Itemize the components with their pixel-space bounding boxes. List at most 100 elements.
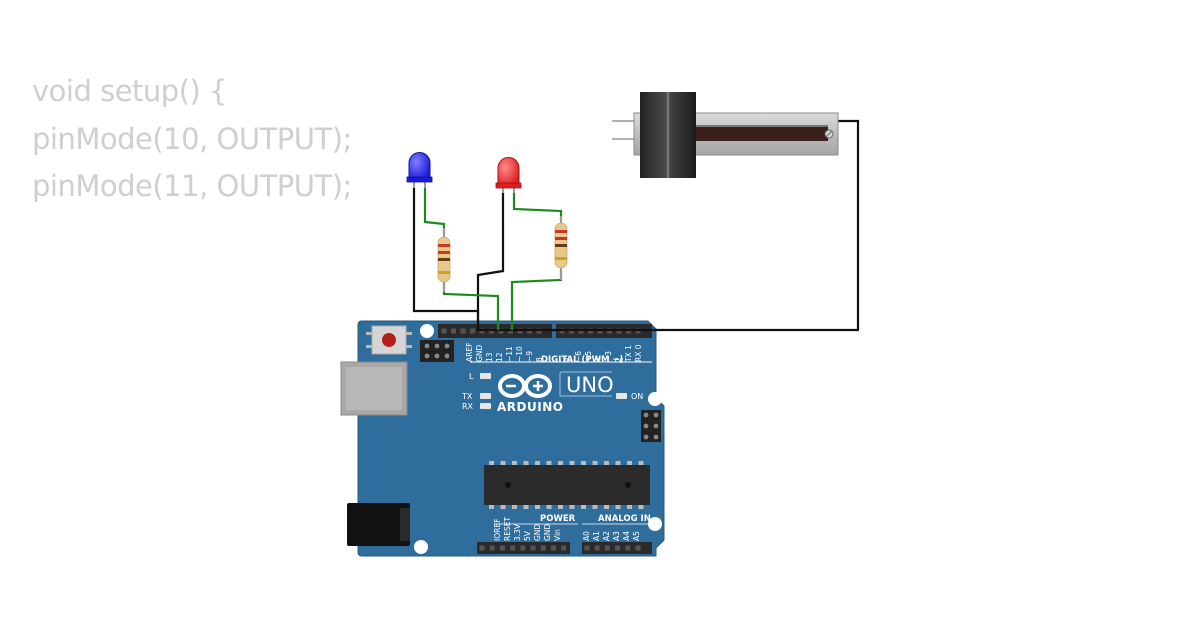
analog-pin-label: A5 — [632, 531, 641, 541]
power-pin-label: 3.3V — [513, 523, 522, 541]
chip-pin — [569, 505, 575, 509]
digital-pin-label: ~10 — [515, 346, 524, 362]
arduino-logo — [498, 371, 612, 398]
mounting-hole — [414, 540, 428, 554]
chip-pin — [581, 461, 586, 465]
chip-pin — [604, 461, 609, 465]
power-pin-label: IOREF — [493, 519, 502, 541]
tx-led — [480, 393, 491, 399]
code-snippet: void setup() { pinMode(10, OUTPUT); pinM… — [32, 68, 352, 211]
chip-pin — [615, 505, 621, 509]
chip-pin — [535, 505, 540, 509]
mounting-hole — [648, 517, 662, 531]
code-line-2: pinMode(10, OUTPUT); — [32, 121, 352, 156]
power-header — [477, 542, 652, 554]
resistor-1[interactable] — [437, 228, 451, 292]
analog-pin-hole — [584, 545, 590, 551]
blue-led[interactable] — [406, 152, 433, 189]
rx-label: RX — [462, 402, 474, 411]
on-label: ON — [631, 392, 643, 401]
power-pin-hole — [561, 545, 567, 551]
digital-pin-label: 12 — [495, 352, 504, 362]
atmega-chip — [484, 461, 650, 509]
chip-pin — [500, 461, 506, 465]
chip-pin — [592, 461, 598, 465]
analog-pin-label: A3 — [612, 531, 621, 541]
analog-pin-hole — [594, 545, 600, 551]
tx-label: TX — [461, 392, 473, 401]
power-pin-hole — [550, 545, 556, 551]
analog-header-label: ANALOG IN — [598, 514, 651, 524]
usb-port — [340, 361, 408, 416]
power-pin-label: RESET — [503, 517, 512, 541]
chip-pin — [523, 461, 529, 465]
chip-pin — [638, 505, 644, 509]
digital-pin-hole — [451, 328, 456, 334]
icsp-header-right — [641, 410, 661, 442]
chip-pin — [523, 505, 529, 509]
code-line-1: void setup() { — [32, 74, 227, 108]
digital-pin-label: ~3 — [604, 351, 613, 362]
chip-pin — [638, 461, 644, 465]
red-led[interactable] — [495, 157, 522, 194]
chip-pin — [489, 461, 494, 465]
digital-pin-label: ~11 — [505, 346, 514, 362]
mounting-hole — [420, 324, 434, 338]
wire-black-red-led — [476, 192, 505, 330]
chip-pin — [512, 461, 517, 465]
digital-header-label: DIGITAL (PWM ~) — [541, 355, 623, 365]
power-jack — [347, 503, 410, 546]
on-led — [616, 393, 627, 399]
power-pin-hole — [540, 545, 546, 551]
analog-pin-hole — [635, 545, 641, 551]
digital-pin-label: RX 0 — [634, 344, 643, 362]
digital-pin-label: AREF — [465, 343, 474, 362]
reset-button[interactable] — [366, 325, 412, 355]
analog-pin-label: A1 — [592, 531, 601, 541]
analog-pin-label: A0 — [582, 531, 591, 541]
digital-pin-label: ~5 — [584, 351, 593, 362]
l-led — [480, 373, 491, 379]
digital-pin-label: ~6 — [574, 351, 583, 362]
wire-green-red-led — [512, 192, 563, 222]
analog-pin-hole — [615, 545, 621, 551]
power-pin-hole — [510, 545, 516, 551]
chip-pin — [558, 505, 563, 509]
code-line-3: pinMode(11, OUTPUT); — [32, 169, 352, 203]
digital-pin-label: 4 — [594, 357, 603, 362]
chip-pin — [546, 505, 552, 509]
status-leds: L TX RX ON — [461, 372, 643, 411]
digital-pin-hole — [470, 328, 475, 334]
digital-pin-label: ~9 — [525, 351, 534, 362]
chip-pin — [627, 505, 632, 509]
power-header-label: POWER — [540, 514, 576, 524]
digital-pin-label: 8 — [535, 357, 544, 362]
analog-pin-label: A2 — [602, 531, 611, 541]
power-pin-label: Vin — [553, 529, 562, 541]
chip-pin — [627, 461, 632, 465]
power-pin-label: 5V — [523, 530, 532, 541]
chip-pin — [592, 505, 598, 509]
icsp-header-top — [420, 340, 454, 362]
chip-pin — [535, 461, 540, 465]
digital-pin-label: 13 — [485, 352, 494, 362]
chip-pin — [604, 505, 609, 509]
power-pin-hole — [489, 545, 495, 551]
digital-pin-label: TX 1 — [624, 345, 633, 363]
digital-pin-label: 2 — [614, 357, 623, 362]
analog-pin-hole — [604, 545, 610, 551]
digital-pin-label: 7 — [564, 357, 573, 362]
digital-pin-label: GND — [475, 345, 484, 362]
resistor-2[interactable] — [554, 216, 568, 280]
power-pin-hole — [530, 545, 536, 551]
slide-potentiometer[interactable] — [612, 92, 839, 178]
chip-pin — [569, 461, 575, 465]
wire-black-potentiometer — [478, 119, 860, 332]
chip-pin — [489, 505, 494, 509]
power-pin-hole — [499, 545, 505, 551]
chip-pin — [581, 505, 586, 509]
l-label: L — [469, 372, 474, 381]
chip-pin — [546, 461, 552, 465]
